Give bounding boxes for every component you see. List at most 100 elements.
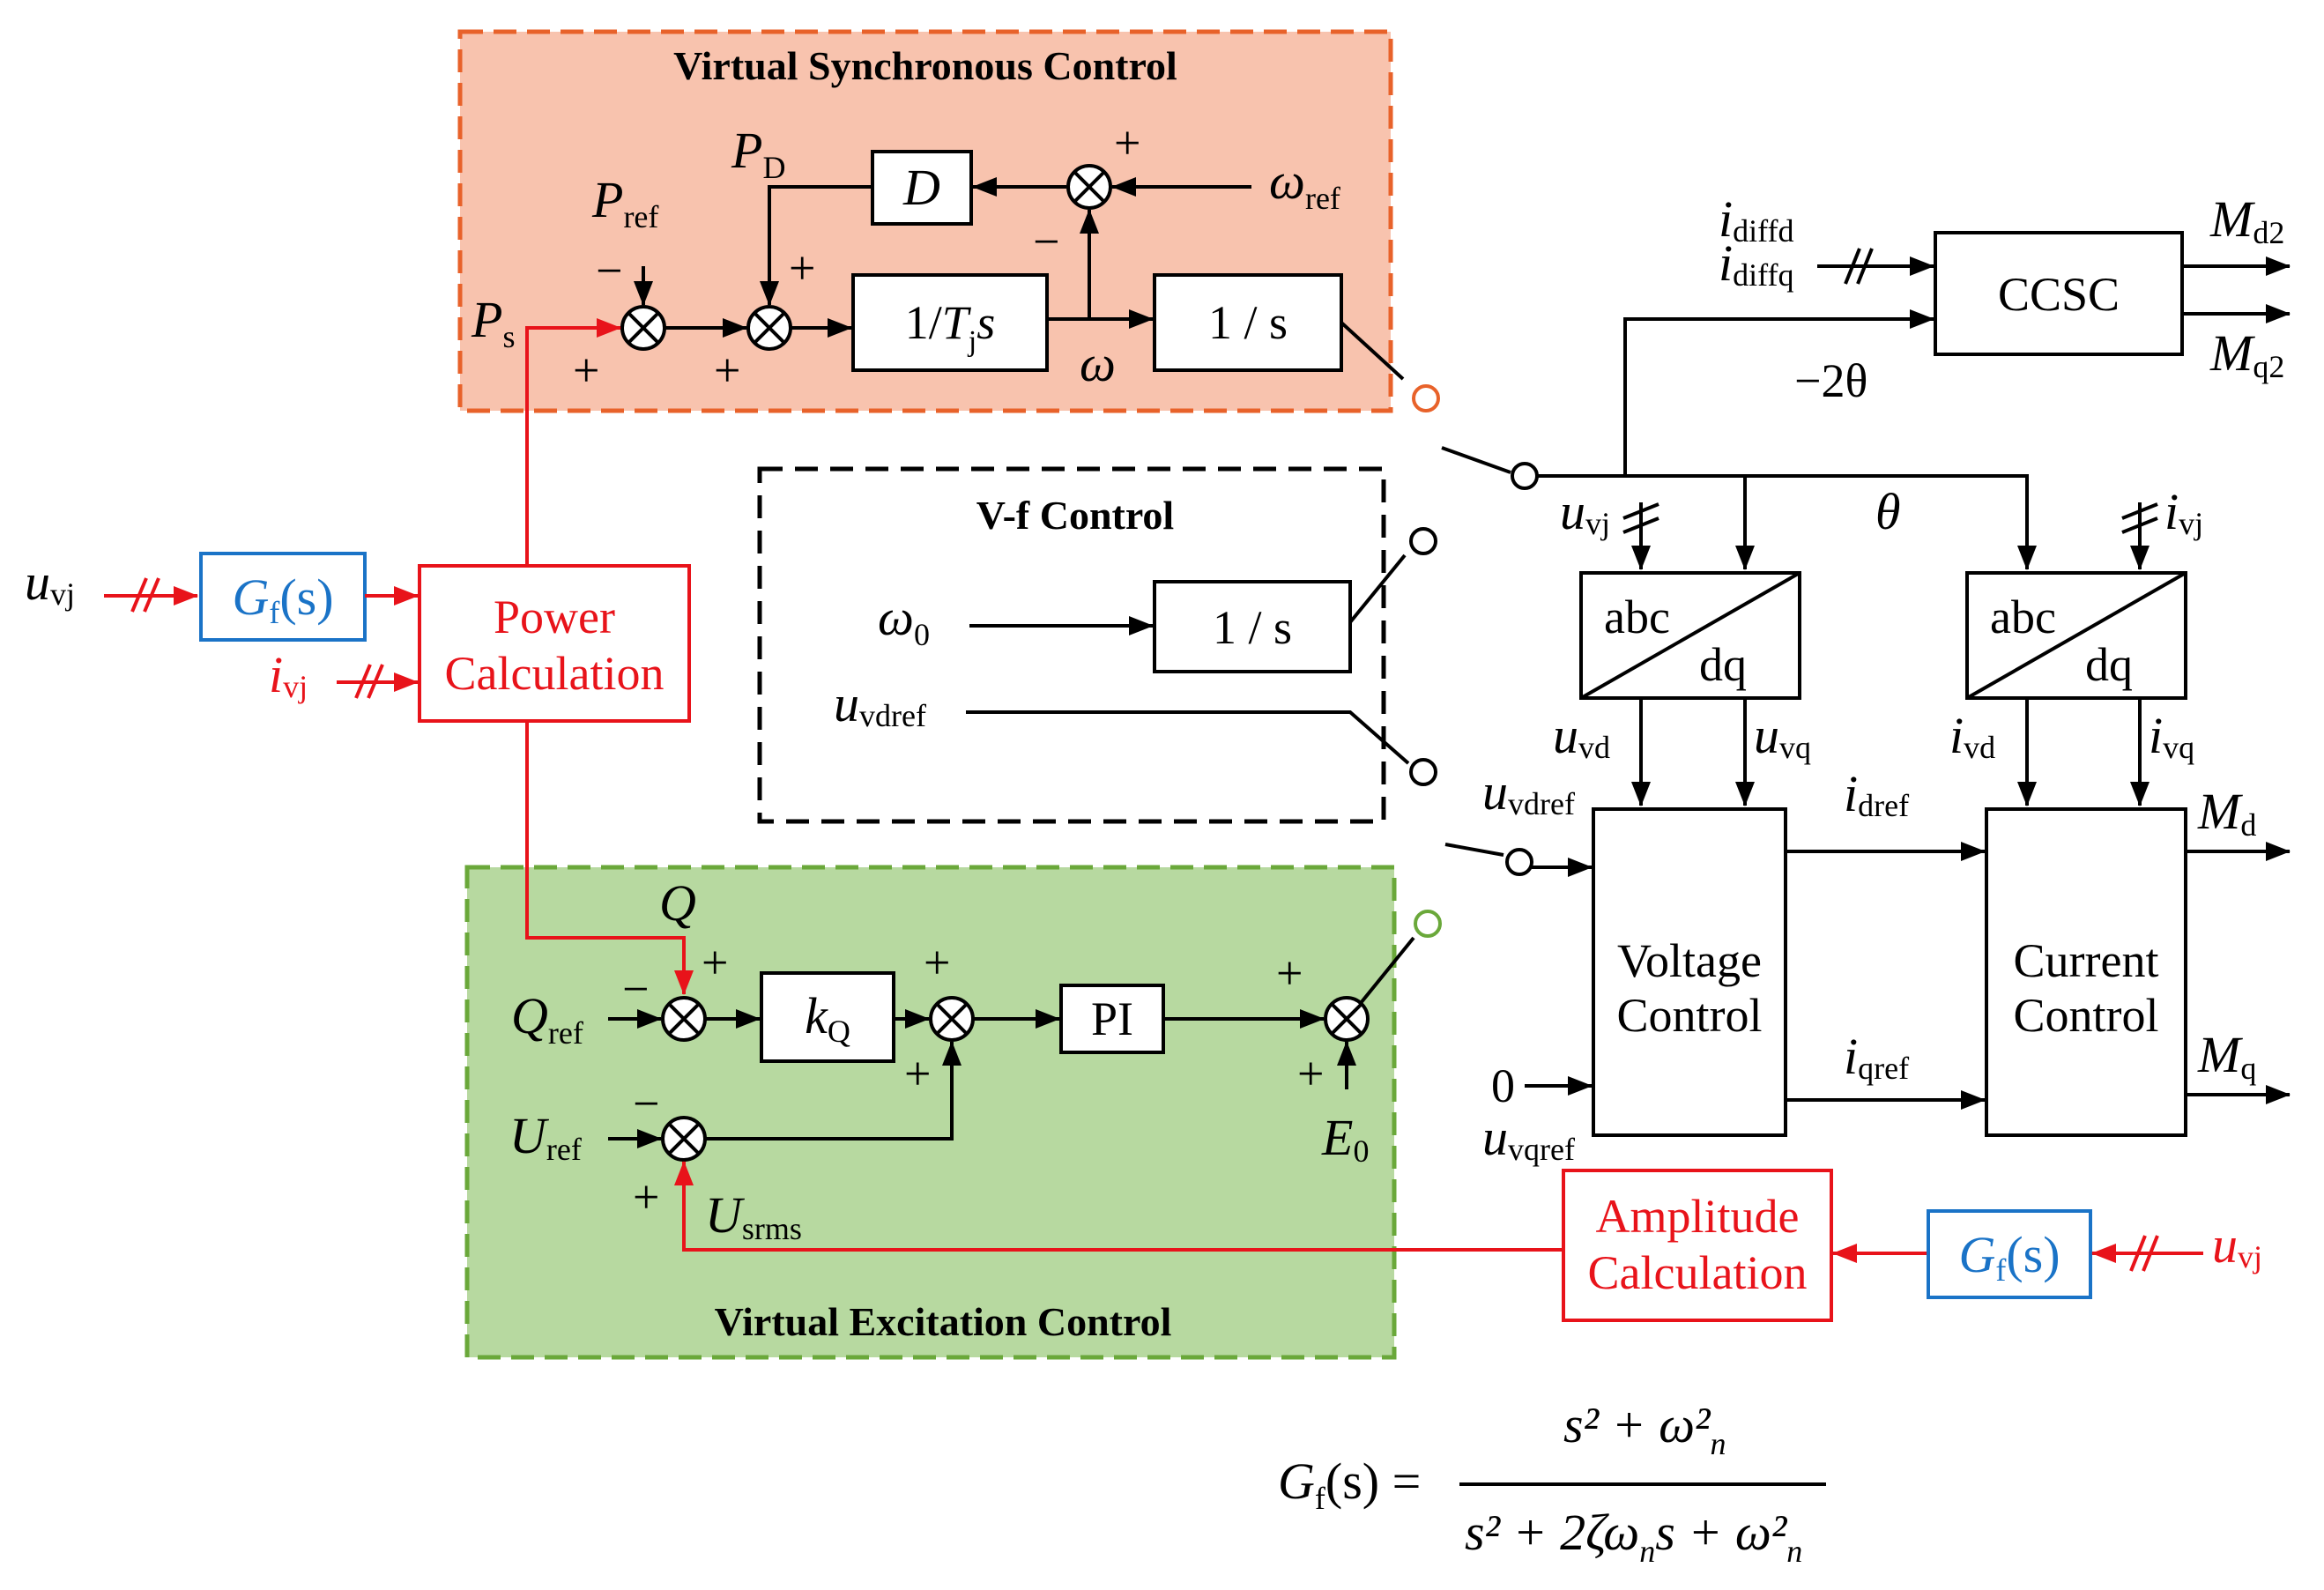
- label-idiffd: idiffd: [1719, 190, 1793, 249]
- sign-sum3-minus: −: [1033, 215, 1059, 268]
- uvdref-switch-terminal: [1505, 848, 1533, 876]
- label-Usrms: Usrms: [705, 1186, 802, 1246]
- voltage-control-line2: Control: [1616, 989, 1762, 1042]
- power-calculation-line2: Calculation: [445, 647, 665, 700]
- block-inertia: [851, 273, 1049, 372]
- label-ivd: ivd: [1949, 707, 1995, 765]
- label-omega0: ω0: [878, 589, 930, 652]
- ccsc-label: CCSC: [1998, 268, 2120, 321]
- abc-dq-current-divider: [1966, 571, 2187, 700]
- abc-dq-current-bottom: dq: [2085, 638, 2133, 691]
- switch-terminal-vsc: [1412, 384, 1440, 412]
- vsc-title: Virtual Synchronous Control: [673, 43, 1177, 88]
- label-omega: ω: [1080, 335, 1116, 392]
- abc-dq-voltage-top: abc: [1604, 591, 1670, 643]
- wire-power-Q: [525, 721, 694, 995]
- sign-sumkq-plus-bottom: +: [904, 1047, 931, 1100]
- abc-dq-voltage-bottom: dq: [1699, 638, 1747, 691]
- label-zero: 0: [1491, 1059, 1515, 1112]
- slash-uvj-mid: [1622, 502, 1659, 534]
- label-theta: θ: [1875, 483, 1901, 540]
- selector-switch-pivot: [1511, 462, 1539, 490]
- sum-junction-omega: [1066, 164, 1112, 210]
- wire-vec-switch: [1359, 936, 1415, 1005]
- current-control-block: [1985, 807, 2187, 1137]
- label-PD: PD: [731, 122, 785, 185]
- sum-junction-power: [620, 305, 666, 351]
- uvdref-switch-arm: [1444, 843, 1504, 857]
- slash-ivj-left: [354, 664, 384, 699]
- switch-terminal-vf-omega: [1409, 527, 1437, 555]
- label-ivj-left: ivj: [269, 646, 308, 704]
- sign-sumq-plus: +: [702, 936, 728, 989]
- label-uvj-mid: uvj: [1560, 483, 1610, 541]
- wire-sumu-sumkq: [705, 1041, 962, 1140]
- block-PI-label: PI: [1091, 992, 1133, 1045]
- amplitude-calculation-line1: Amplitude: [1596, 1190, 1800, 1243]
- gf-block-right-label: Gf(s): [1958, 1226, 2060, 1288]
- sign-sumu-minus: −: [633, 1077, 659, 1130]
- current-control-line2: Control: [2013, 989, 2158, 1042]
- wire-vf-integrator-switch: [1348, 554, 1407, 624]
- block-D: [871, 150, 973, 226]
- formula-numerator: s² + ω²n: [1563, 1396, 1726, 1461]
- label-uvdref: uvdref: [1482, 763, 1575, 821]
- wire-usrms: [674, 1161, 1562, 1252]
- gf-block-left-label: Gf(s): [232, 568, 333, 630]
- wire-integrator-switch: [1340, 321, 1405, 381]
- sign-sumu-plus: +: [633, 1170, 659, 1223]
- label-Mq2: Mq2: [2209, 324, 2284, 384]
- wire-power-Ps: [525, 318, 621, 566]
- formula-denominator: s² + 2ζωns + ω²n: [1465, 1504, 1802, 1569]
- formula-lhs: Gf(s) =: [1278, 1453, 1421, 1516]
- voltage-control-block: [1592, 807, 1787, 1137]
- power-calculation-block: [418, 564, 691, 723]
- label-ivq: ivq: [2149, 707, 2194, 765]
- label-uvqref: uvqref: [1482, 1109, 1575, 1167]
- slash-uvj-right: [2129, 1235, 2159, 1272]
- block-integrator-vsc-label: 1 / s: [1208, 296, 1288, 349]
- amplitude-calculation-block: [1562, 1169, 1833, 1322]
- label-uvdref-vf: uvdref: [834, 675, 926, 733]
- label-Q: Q: [659, 874, 696, 932]
- ccsc-block: [1934, 231, 2184, 356]
- sum-junction-u: [661, 1116, 707, 1162]
- sign-sume0-plus-bottom: +: [1297, 1047, 1324, 1100]
- amplitude-calculation-line2: Calculation: [1588, 1246, 1808, 1299]
- block-inertia-label: 1/Tjs: [905, 296, 996, 358]
- label-uvj-left: uvj: [25, 554, 75, 612]
- label-Pref: Pref: [591, 171, 658, 234]
- switch-terminal-vec: [1414, 910, 1442, 938]
- sign-sum2-plus-bottom: +: [714, 344, 740, 397]
- wire-uvdref-vf: [966, 710, 1410, 765]
- vec-title: Virtual Excitation Control: [715, 1299, 1172, 1344]
- label-Md2: Md2: [2209, 190, 2284, 250]
- block-integrator-vf: [1153, 580, 1352, 673]
- block-integrator-vsc: [1153, 273, 1343, 372]
- label-omega-ref: ωref: [1269, 152, 1340, 216]
- wire-theta-bus: [1537, 474, 2037, 570]
- sign-sumkq-plus-top: +: [924, 936, 950, 989]
- label-Mq: Mq: [2197, 1026, 2256, 1086]
- block-D-label: D: [902, 159, 940, 216]
- sign-sumq-minus: −: [622, 962, 649, 1015]
- slash-uvj-left: [130, 577, 160, 613]
- label-Md: Md: [2197, 783, 2256, 843]
- sum-junction-e0: [1324, 996, 1370, 1042]
- gf-block-right: [1927, 1209, 2092, 1299]
- sign-sum3-plus: +: [1114, 116, 1140, 169]
- sign-sum1-plus: +: [573, 344, 599, 397]
- sign-sum2-plus-top: +: [789, 241, 815, 294]
- slash-ivj-right: [2121, 502, 2158, 534]
- label-Qref: Qref: [511, 987, 583, 1051]
- voltage-control-line1: Voltage: [1617, 934, 1762, 987]
- abc-dq-current-top: abc: [1990, 591, 2056, 643]
- label-E0: E0: [1321, 1109, 1369, 1169]
- vf-title: V-f Control: [976, 493, 1174, 538]
- label-uvq: uvq: [1754, 707, 1811, 765]
- label-idref: idref: [1844, 765, 1909, 823]
- abc-dq-voltage-divider: [1580, 571, 1801, 700]
- block-kQ-label: kQ: [805, 987, 850, 1049]
- label-iqref: iqref: [1844, 1028, 1909, 1086]
